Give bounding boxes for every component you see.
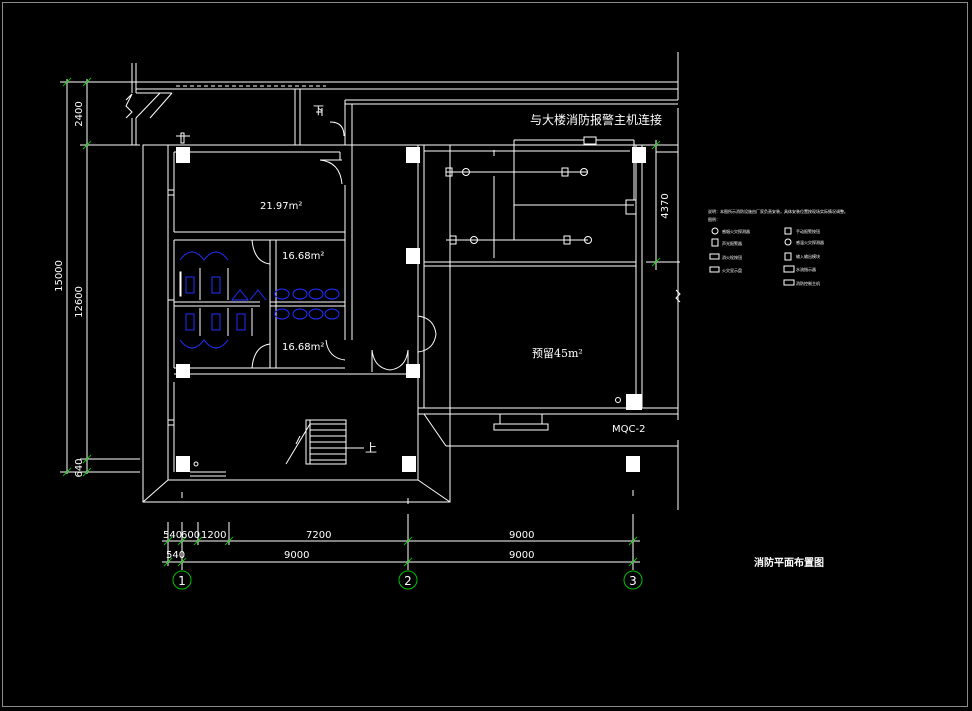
room-area-label: 21.97m² [260, 201, 302, 212]
dimension-label: 9000 [284, 550, 309, 561]
room-area-label: 16.68m² [282, 342, 324, 353]
axis-bubble: 1 [172, 570, 192, 590]
door-down-label: 下 [313, 104, 324, 117]
legend-label: 输入输出模块 [796, 253, 820, 259]
legend-symbol-icon [711, 227, 719, 235]
dimension-label: 9000 [509, 530, 534, 541]
equipment-label: MQC-2 [612, 424, 645, 435]
left-block-walls [142, 144, 451, 503]
legend-symbol-icon [783, 265, 795, 273]
dimension-label: 1200 [201, 530, 226, 541]
legend-symbol-icon [711, 238, 719, 247]
site-markers [181, 490, 634, 504]
legend-label: 火灾显示盘 [722, 267, 742, 273]
horizontal-dimension-lines [162, 514, 640, 570]
legend: 说明：本图所示消防设施由厂家负责安装，具体安装位置按现场实际情况调整。 图例： … [708, 208, 848, 286]
connection-note: 与大楼消防报警主机连接 [530, 112, 662, 127]
axis-label: 3 [629, 574, 637, 588]
room-labels: 21.97m² 16.68m² 16.68m² 预留45m² [260, 201, 583, 360]
legend-symbol-icon [784, 252, 792, 261]
legend-label: 消防控制主机 [796, 280, 820, 286]
dimension-label: 540 [166, 550, 185, 561]
dimension-label: 4370 [660, 193, 671, 218]
dimension-label: 640 [74, 458, 85, 477]
legend-symbol-icon [784, 227, 792, 235]
axis-bubble: 2 [398, 570, 418, 590]
axis-label: 2 [404, 574, 412, 588]
dimension-label: 15000 [54, 260, 65, 292]
legend-label: 手动报警按钮 [796, 228, 820, 234]
room-area-label: 预留45m² [532, 347, 583, 360]
legend-label: 消火栓按钮 [722, 254, 742, 260]
axis-label: 1 [178, 574, 186, 588]
legend-label: 水流指示器 [796, 266, 816, 272]
legend-heading: 图例： [708, 216, 720, 222]
room-area-label: 16.68m² [282, 251, 324, 262]
dimension-label: 12600 [74, 286, 85, 318]
alarm-wiring [445, 136, 637, 258]
drawing-title: 消防平面布置图 [754, 556, 824, 569]
restroom-fixtures [179, 251, 340, 349]
structural-columns [176, 132, 646, 472]
axis-bubble: 3 [623, 570, 643, 590]
dimension-label: 2400 [74, 101, 85, 126]
legend-note: 说明：本图所示消防设施由厂家负责安装，具体安装位置按现场实际情况调整。 [708, 208, 848, 214]
staircase: 上 [285, 419, 377, 465]
exterior-walls [125, 52, 681, 510]
legend-label: 感烟火灾探测器 [722, 228, 750, 234]
dimension-label: 7200 [306, 530, 331, 541]
legend-symbol-icon [709, 253, 720, 260]
dimension-label: 600 [181, 530, 200, 541]
right-dimension-line [646, 140, 680, 270]
right-block-walls [417, 144, 678, 502]
legend-symbol-icon [709, 266, 720, 273]
legend-label: 声光报警器 [722, 240, 742, 246]
legend-symbol-icon [783, 279, 795, 286]
stair-up-label: 上 [365, 441, 377, 455]
dimension-label: 540 [163, 530, 182, 541]
legend-label: 感温火灾探测器 [796, 239, 824, 245]
vertical-dimension-lines [60, 77, 140, 477]
legend-symbol-icon [784, 238, 792, 246]
dimension-label: 9000 [509, 550, 534, 561]
